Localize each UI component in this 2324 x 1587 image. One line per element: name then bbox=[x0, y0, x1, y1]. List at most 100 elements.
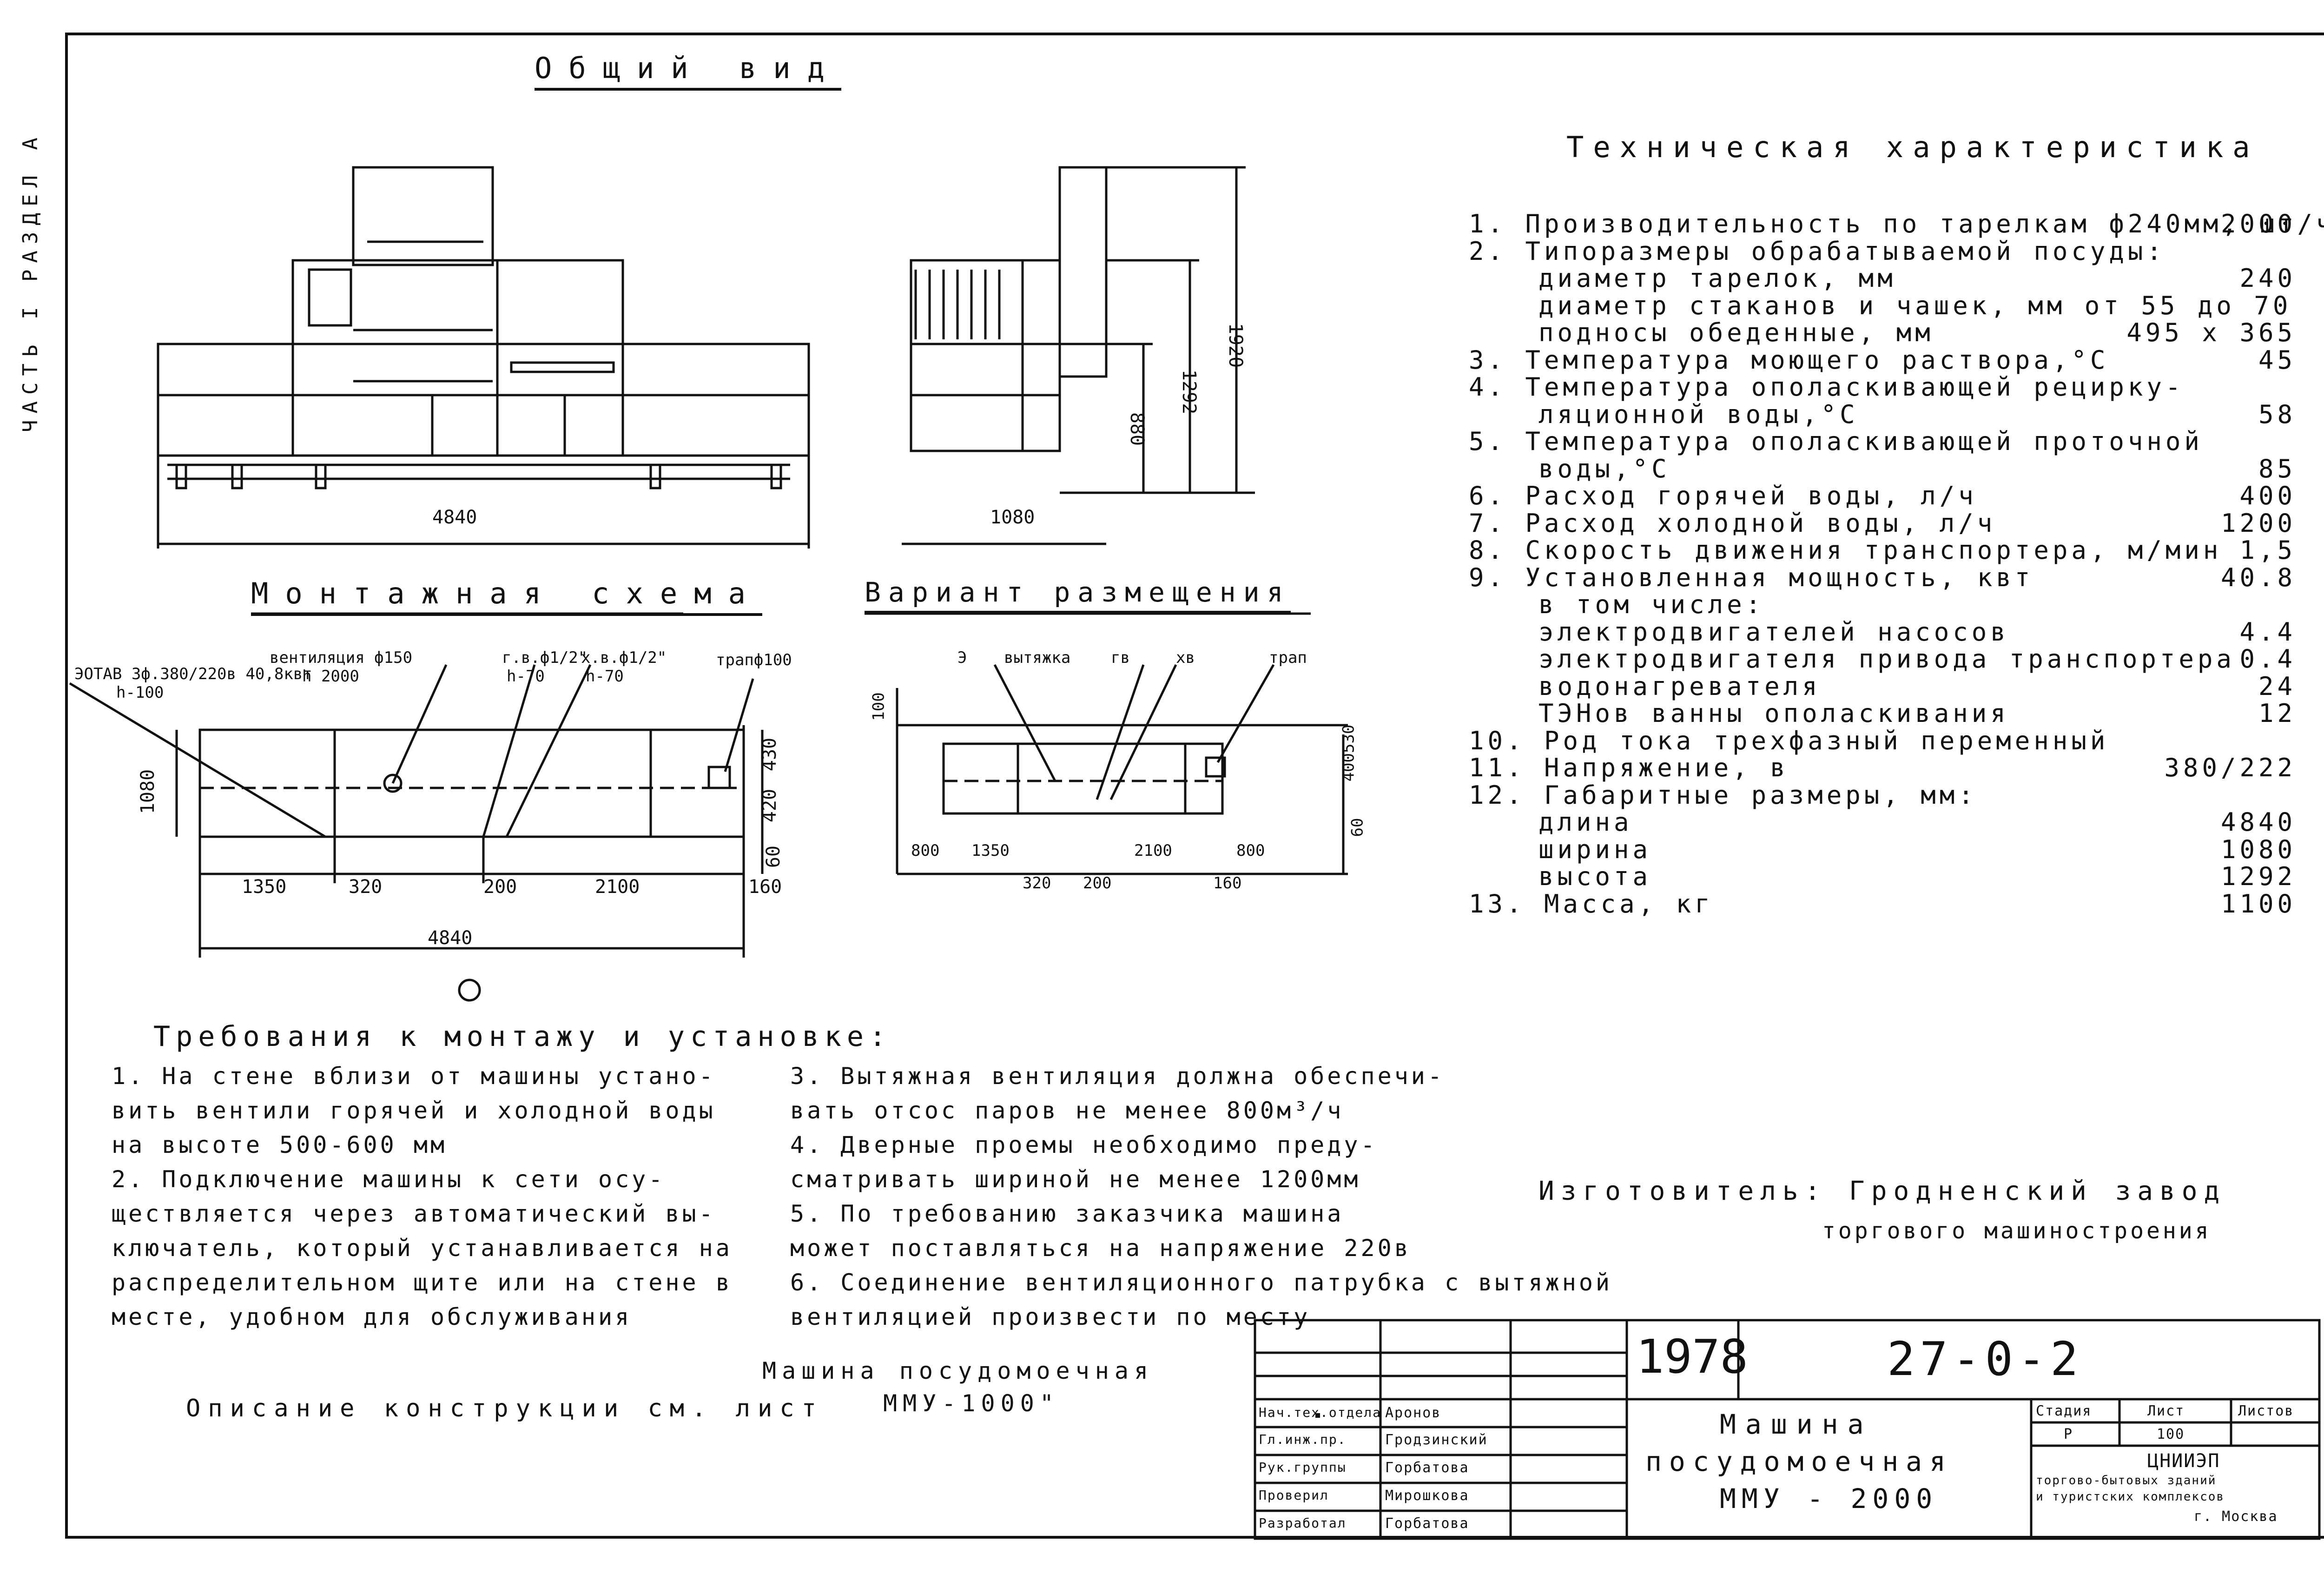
tech-spec-value: 240 bbox=[2239, 264, 2296, 293]
tb-role: Рук.группы bbox=[1259, 1460, 1347, 1475]
tech-spec-value: 1100 bbox=[2220, 889, 2296, 919]
requirement-line: 2. Подключение машины к сети осу- bbox=[112, 1166, 666, 1193]
tech-spec-rows: 1. Производительность по тарелкам ф240мм… bbox=[1469, 209, 2324, 919]
requirement-line: 6. Соединение вентиляционного патрубка с… bbox=[790, 1269, 1613, 1296]
requirement-line: вить вентили горячей и холодной воды bbox=[112, 1097, 716, 1124]
ms-label-gv: г.в.ф1/2" bbox=[502, 648, 588, 667]
tb-role: Разработал bbox=[1259, 1515, 1347, 1531]
tech-spec-label: ляционной воды,°С bbox=[1538, 399, 1859, 429]
tech-spec-label: водонагревателя bbox=[1538, 671, 1821, 701]
requirement-line: может поставляться на напряжение 220в bbox=[790, 1235, 1411, 1262]
ms-label-gv-h: h-70 bbox=[507, 667, 545, 686]
tech-spec-value: 0.4 bbox=[2239, 644, 2296, 674]
ms-label-avt-h: h-100 bbox=[116, 683, 164, 702]
tb-stage-header: Стадия bbox=[2036, 1403, 2092, 1419]
tech-spec-value: 1292 bbox=[2220, 862, 2296, 891]
tech-spec-value: 45 bbox=[2258, 345, 2296, 375]
requirement-line: 5. По требованию заказчика машина bbox=[790, 1200, 1344, 1227]
tb-year: 1978 bbox=[1636, 1329, 1748, 1384]
gv-dim-h2: 1292 bbox=[1178, 369, 1200, 415]
ms-dim-160: 160 bbox=[748, 876, 782, 898]
tech-spec-row: водонагревателя 24 bbox=[1469, 674, 2296, 701]
tb-role: Гл.инж.пр. bbox=[1259, 1432, 1347, 1447]
manufacturer-line-1: Изготовитель: Гродненский завод bbox=[1538, 1176, 2226, 1206]
tech-spec-value: 24 bbox=[2258, 671, 2296, 701]
pl-label-hv: хв bbox=[1176, 648, 1195, 667]
tech-spec-row: 12. Габаритные размеры, мм: bbox=[1469, 780, 2296, 810]
tb-person: Горбатова bbox=[1385, 1515, 1469, 1532]
ms-dim-420: 420 bbox=[759, 788, 781, 823]
tech-spec-value: 58 bbox=[2258, 399, 2296, 429]
pl-dim-320: 320 bbox=[1023, 874, 1051, 893]
tech-spec-row: в том числе: bbox=[1469, 592, 2296, 620]
tech-spec-row: 10. Род тока трехфазный переменный bbox=[1469, 728, 2296, 756]
tech-spec-label: диаметр тарелок, мм bbox=[1538, 264, 1896, 293]
pl-dim-60: 60 bbox=[1348, 818, 1367, 837]
tech-spec-label: 2. Типоразмеры обрабатываемой посуды: bbox=[1469, 236, 2166, 266]
general-view-title: Общий вид bbox=[535, 51, 841, 91]
pl-dim-100: 100 bbox=[869, 692, 888, 721]
tech-spec-title: Техническая характеристика bbox=[1566, 130, 2259, 164]
ms-dim-200: 200 bbox=[483, 876, 517, 898]
ms-dim-1350: 1350 bbox=[242, 876, 287, 898]
requirement-line: вать отсос паров не менее 800м³/ч bbox=[790, 1097, 1344, 1124]
tb-org-1: ЦНИИЭП bbox=[2147, 1450, 2220, 1472]
manufacturer-line-2: торгового машиностроения bbox=[1822, 1218, 2212, 1244]
requirement-line: 3. Вытяжная вентиляция должна обеспечи- bbox=[790, 1063, 1445, 1090]
requirement-line: ключатель, который устанавливается на bbox=[112, 1235, 733, 1262]
tb-stage: Р bbox=[2064, 1426, 2073, 1442]
tech-spec-value: 40.8 bbox=[2220, 562, 2296, 592]
pl-dim-530: 400530 bbox=[1339, 724, 1358, 782]
gv-dim-h1: 880 bbox=[1126, 412, 1148, 446]
tb-org-3: и туристских комплексов bbox=[2036, 1490, 2225, 1504]
description-note: Описание конструкции см. лист bbox=[186, 1395, 824, 1422]
pl-dim-160: 160 bbox=[1213, 874, 1242, 893]
tech-spec-value: 4840 bbox=[2220, 807, 2296, 837]
tech-spec-value: 495 х 365 bbox=[2126, 318, 2296, 347]
gv-dim-length: 4840 bbox=[432, 507, 477, 528]
tech-spec-label: 7. Расход холодной воды, л/ч bbox=[1469, 508, 1996, 538]
tb-org-4: г. Москва bbox=[2194, 1508, 2278, 1525]
tech-spec-label: 12. Габаритные размеры, мм: bbox=[1469, 780, 1977, 810]
tb-person: Аронов bbox=[1385, 1405, 1441, 1421]
tech-spec-label: ширина bbox=[1538, 834, 1652, 864]
tb-code: 27-0-2 bbox=[1887, 1332, 2083, 1386]
placement-title: Вариант размещения bbox=[865, 576, 1291, 614]
tech-spec-value: 380/222 bbox=[2164, 753, 2296, 782]
pl-label-e: Э bbox=[957, 648, 967, 667]
requirement-line: распределительном щите или на стене в bbox=[112, 1269, 733, 1296]
pl-dim-200: 200 bbox=[1083, 874, 1112, 893]
pl-dim-800a: 800 bbox=[911, 841, 940, 860]
tb-name-2: посудомоечная bbox=[1645, 1446, 1953, 1477]
pl-label-trap: трап bbox=[1269, 648, 1307, 667]
tech-spec-value: 2000 bbox=[2220, 209, 2296, 238]
requirements-title: Требования к монтажу и установке: bbox=[153, 1020, 892, 1053]
tech-spec-value: 1,5 bbox=[2239, 536, 2296, 565]
machine-note-1: Машина посудомоечная bbox=[762, 1357, 1154, 1384]
tech-spec-label: ТЭНов ванны ополаскивания bbox=[1538, 699, 2009, 728]
tb-sheet: 100 bbox=[2157, 1426, 2185, 1442]
ms-dim-2100: 2100 bbox=[595, 876, 640, 898]
pl-dim-1350: 1350 bbox=[971, 841, 1010, 860]
ms-dim-320: 320 bbox=[349, 876, 383, 898]
ms-label-vent-h: h 2000 bbox=[302, 667, 359, 686]
tech-spec-label: воды,°С bbox=[1538, 454, 1670, 483]
pl-label-gv: гв bbox=[1111, 648, 1130, 667]
tech-spec-label: в том числе: bbox=[1538, 590, 1765, 619]
tech-spec-row: 5. Температура ополаскивающей проточной bbox=[1469, 429, 2296, 456]
ms-dim-60: 60 bbox=[763, 845, 785, 868]
tech-spec-row: 8. Скорость движения транспортера, м/мин… bbox=[1469, 538, 2296, 565]
tech-spec-label: 5. Температура ополаскивающей проточной bbox=[1469, 427, 2203, 456]
tech-spec-label: 4. Температура ополаскивающей рецирку- bbox=[1469, 372, 2185, 402]
tech-spec-row: ляционной воды,°С 58 bbox=[1469, 402, 2296, 430]
tech-spec-value: 400 bbox=[2239, 481, 2296, 510]
